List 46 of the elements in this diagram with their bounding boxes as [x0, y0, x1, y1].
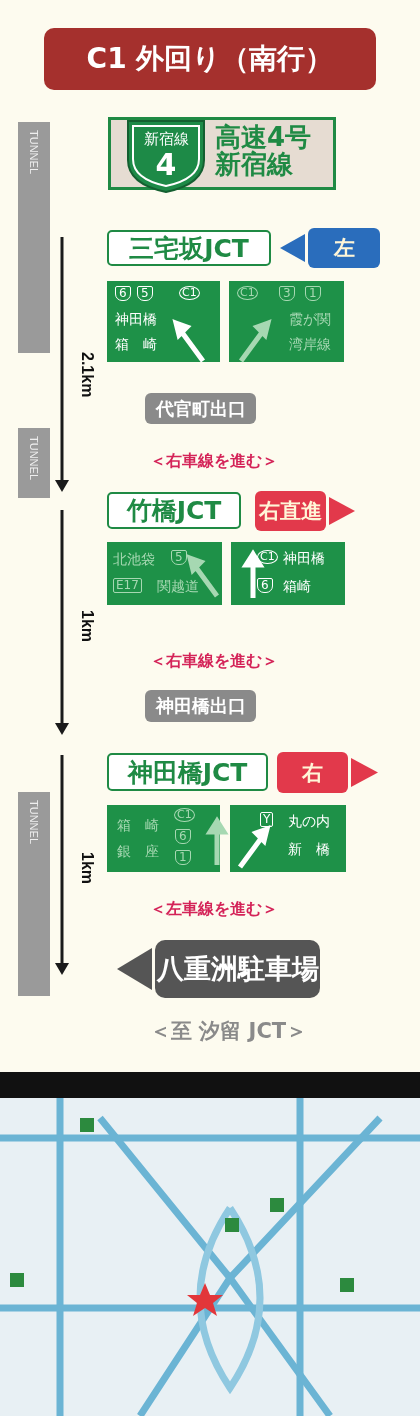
destination-text: 箱崎	[283, 579, 311, 595]
route-number: 1	[305, 286, 321, 302]
destination-text: 関越道	[157, 579, 199, 595]
title-banner: C1 外回り（南行）	[44, 28, 376, 90]
road-sign	[229, 281, 344, 362]
route-number: 5	[171, 550, 187, 566]
destination-text: 箱 崎	[117, 818, 159, 834]
shield-label: 新宿線	[142, 130, 190, 149]
road-sign	[231, 542, 345, 605]
destination-text: 神田橋	[283, 551, 325, 567]
route-number: 6	[115, 286, 131, 302]
lane-note: ＜至 汐留 JCT＞	[150, 1018, 308, 1045]
destination-text: 銀 座	[117, 844, 159, 860]
exit-sign: 神田橋出口	[145, 690, 256, 722]
route-number: 6	[175, 829, 191, 845]
lane-note: ＜右車線を進む＞	[150, 651, 278, 672]
destination-text: 霞が関	[289, 312, 331, 328]
route-shield	[125, 118, 207, 194]
route-sign	[108, 117, 336, 190]
route-number: 3	[279, 286, 295, 302]
destination-text: 丸の内	[288, 814, 330, 830]
lane-note: ＜左車線を進む＞	[150, 899, 278, 920]
route-name: 高速4号新宿線	[215, 124, 313, 179]
tunnel-marker: TUNNEL	[18, 122, 50, 353]
junction-name: 三宅坂JCT	[107, 230, 271, 266]
destination-text: 新 橋	[288, 842, 330, 858]
road-sign	[107, 281, 220, 362]
destination-text: 北池袋	[113, 552, 155, 568]
route-number: 4	[154, 150, 178, 180]
distance-label: 1km	[78, 610, 96, 643]
destination-text: 神田橋	[115, 312, 157, 328]
road-sign	[107, 542, 222, 605]
lane-note: ＜右車線を進む＞	[150, 451, 278, 472]
distance-label: 2.1km	[78, 352, 96, 398]
junction-name: 竹橋JCT	[107, 492, 241, 529]
destination-text: 湾岸線	[289, 337, 331, 353]
tunnel-marker: TUNNEL	[18, 428, 50, 498]
exit-sign: 代官町出口	[145, 393, 256, 424]
road-sign	[230, 805, 346, 872]
route-number: 5	[137, 286, 153, 302]
distance-label: 1km	[78, 852, 96, 885]
tunnel-marker: TUNNEL	[18, 792, 50, 996]
destination-text: 箱 崎	[115, 337, 157, 353]
route-number: 1	[175, 850, 191, 866]
junction-name: 神田橋JCT	[107, 753, 268, 791]
route-number: E17	[113, 578, 142, 594]
